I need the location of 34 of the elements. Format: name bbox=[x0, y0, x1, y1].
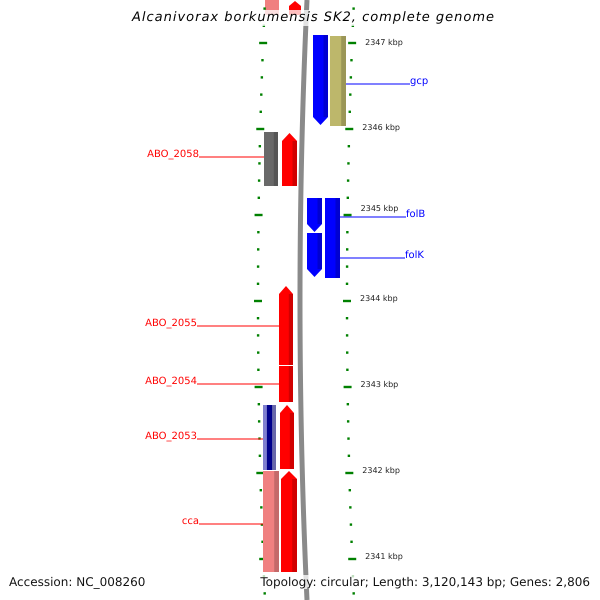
accession-text: Accession: NC_008260 bbox=[9, 575, 146, 589]
gene-feature bbox=[280, 405, 294, 469]
gene-label: folK bbox=[405, 250, 424, 262]
gene-feature bbox=[313, 35, 328, 125]
gene-label: gcp bbox=[410, 76, 428, 88]
leader-line bbox=[198, 156, 264, 158]
gene-feature bbox=[282, 133, 297, 186]
gene-bar bbox=[325, 198, 340, 278]
scale-label: 2346 kbp bbox=[362, 123, 400, 133]
gene-feature bbox=[279, 286, 293, 365]
gene-label: folB bbox=[406, 209, 426, 221]
scale-label: 2342 kbp bbox=[362, 466, 400, 476]
gene-bar bbox=[263, 405, 276, 470]
genome-info-text: Topology: circular; Length: 3,120,143 bp; Genes: 2,806 bbox=[260, 575, 590, 589]
gene-feature bbox=[307, 198, 322, 232]
scale-label: 2345 kbp bbox=[360, 204, 398, 214]
map-title: Alcanivorax borkumensis SK2, complete genome bbox=[132, 10, 496, 26]
scale-label: 2347 kbp bbox=[365, 38, 403, 48]
gene-feature bbox=[281, 471, 297, 572]
gene-feature bbox=[307, 233, 322, 277]
gene-bar bbox=[263, 471, 279, 572]
gene-label: ABO_2053 bbox=[145, 431, 197, 443]
scale-label: 2341 kbp bbox=[365, 552, 403, 562]
leader-line bbox=[340, 216, 406, 218]
scale-label: 2344 kbp bbox=[360, 294, 398, 304]
gene-bar bbox=[279, 366, 293, 402]
gene-label: ABO_2054 bbox=[145, 376, 197, 388]
leader-line bbox=[196, 438, 264, 440]
scale-label: 2343 kbp bbox=[360, 380, 398, 390]
gene-label: cca bbox=[182, 516, 199, 528]
gene-label: ABO_2055 bbox=[145, 318, 197, 330]
gene-label: ABO_2058 bbox=[147, 149, 199, 161]
gene-bar bbox=[330, 36, 346, 126]
gene-bar bbox=[264, 132, 278, 186]
